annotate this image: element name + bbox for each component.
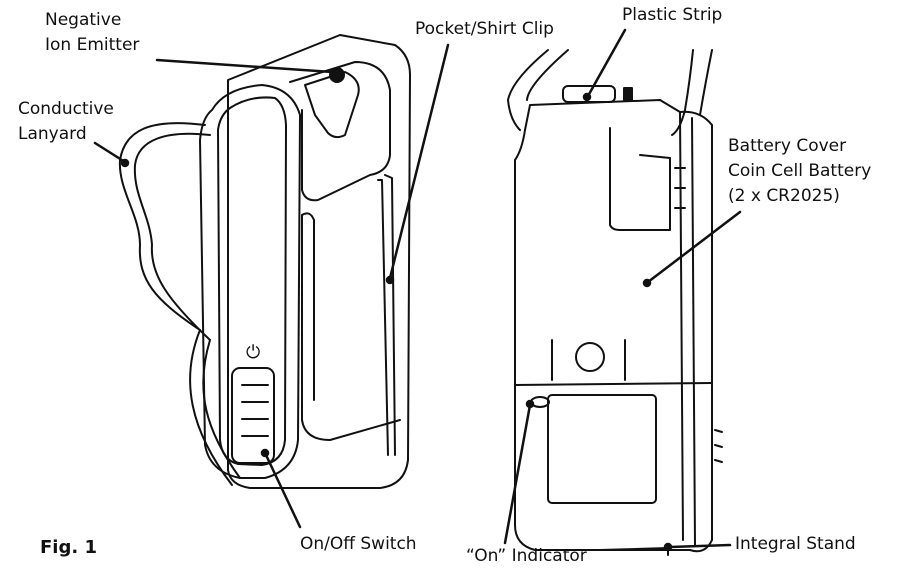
figure-label: Fig. 1 (40, 537, 97, 558)
leader-lines (93, 28, 742, 552)
front-clip-panel (199, 84, 301, 479)
side-rail (679, 111, 696, 546)
label-integral-stand: Integral Stand (735, 534, 856, 554)
label-on-indicator: “On” Indicator (466, 546, 587, 566)
battery-slots (551, 339, 626, 381)
label-line: Battery Cover (728, 136, 847, 156)
label-on-off-switch: On/Off Switch (300, 534, 417, 554)
clip-inner (217, 96, 287, 466)
clip-slot-left (301, 212, 401, 441)
clip-wire-right (671, 49, 713, 136)
label-plastic-strip: Plastic Strip (622, 5, 723, 25)
label-battery: Battery Cover Coin Cell Battery (2 x CR2… (728, 134, 871, 209)
rear-body-outline (514, 99, 713, 553)
label-negative-ion-emitter: Negative Ion Emitter (45, 8, 139, 58)
stand-notches (714, 429, 723, 463)
on-off-switch[interactable] (231, 367, 275, 464)
emitter-housing (289, 61, 391, 202)
emitter-tip (329, 67, 345, 83)
label-line: (2 x CR2025) (728, 186, 840, 206)
label-line: Negative (45, 10, 122, 30)
rear-device (507, 49, 723, 556)
lower-window (547, 394, 657, 504)
label-line: Lanyard (18, 124, 87, 144)
label-conductive-lanyard: Conductive Lanyard (18, 97, 114, 147)
front-device (118, 34, 411, 489)
power-icon: ⏻ (246, 342, 261, 363)
battery-cover-outline (609, 127, 671, 231)
clip-right-rail (377, 174, 396, 456)
lanyard-loop (118, 122, 211, 341)
label-pocket-shirt-clip: Pocket/Shirt Clip (415, 19, 554, 39)
switch-ridges (241, 384, 269, 437)
strip-knob (623, 87, 633, 101)
body-divider (514, 382, 713, 386)
battery-cover-button (575, 342, 605, 372)
integral-stand (599, 547, 669, 556)
label-line: Ion Emitter (45, 35, 140, 55)
rear-body (227, 34, 411, 489)
battery-cover-vents (674, 167, 686, 209)
emitter-cone (304, 71, 360, 139)
label-line: Coin Cell Battery (728, 161, 872, 181)
clip-wire-left (507, 49, 569, 131)
label-line: Conductive (18, 99, 114, 119)
